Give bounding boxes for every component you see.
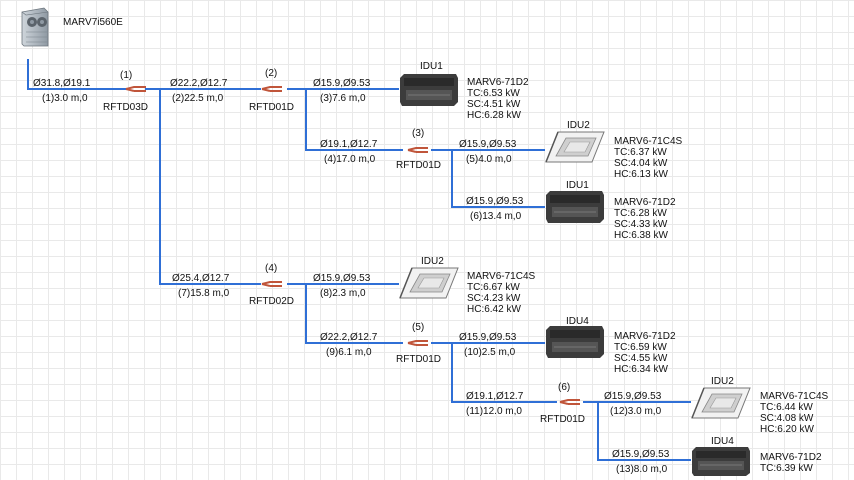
joint-number: (1) [120, 70, 133, 81]
pipe-size-label: Ø15.9,Ø9.53 [466, 196, 524, 207]
joint-model: RFTD01D [249, 102, 295, 113]
pipe-length-label: (10)2.5 m,0 [464, 347, 516, 358]
cassette-unit-icon[interactable] [690, 386, 752, 420]
idu-model: MARV6-71D2 [614, 197, 676, 208]
idu-name: IDU1 [420, 61, 443, 72]
idu-total-capacity: TC:6.44 kW [760, 402, 813, 413]
idu-total-capacity: TC:6.67 kW [467, 282, 520, 293]
joint-number: (6) [558, 382, 571, 393]
joint-number: (2) [265, 68, 278, 79]
pipe-length-label: (12)3.0 m,0 [610, 406, 662, 417]
idu-name: IDU2 [567, 120, 590, 131]
pipe-size-label: Ø15.9,Ø9.53 [612, 449, 670, 460]
branch-joint-icon[interactable] [125, 86, 146, 92]
branch-joint-icon[interactable] [559, 399, 580, 405]
pipe-size-label: Ø15.9,Ø9.53 [313, 78, 371, 89]
pipe-size-label: Ø22.2,Ø12.7 [320, 332, 378, 343]
idu-model: MARV6-71C4S [467, 271, 536, 282]
idu-heating-capacity: HC:6.13 kW [614, 169, 668, 180]
branch-joint-icon[interactable] [407, 340, 428, 346]
branch-joints [125, 86, 580, 405]
pipe-9[interactable] [305, 283, 403, 344]
idu-sensible-capacity: SC:4.33 kW [614, 219, 668, 230]
cassette-unit-icon[interactable] [544, 130, 606, 164]
idu-model: MARV6-71D2 [467, 77, 529, 88]
cassette-unit-icon[interactable] [398, 266, 460, 300]
idu-heating-capacity: HC:6.28 kW [467, 110, 521, 121]
idu-model: MARV6-71C4S [760, 391, 829, 402]
pipe-length-label: (2)22.5 m,0 [172, 93, 224, 104]
idu-model: MARV6-71D2 [614, 331, 676, 342]
pipe-length-label: (9)6.1 m,0 [326, 347, 372, 358]
outdoor-unit-model: MARV7i560E [63, 17, 123, 28]
pipe-size-label: Ø15.9,Ø9.53 [459, 139, 517, 150]
idu-model: MARV6-71D2 [760, 452, 822, 463]
joint-number: (4) [265, 263, 278, 274]
pipe-size-label: Ø31.8,Ø19.1 [33, 78, 91, 89]
idu-heating-capacity: HC:6.42 kW [467, 304, 521, 315]
pipe-13[interactable] [597, 401, 691, 461]
pipe-size-label: Ø19.1,Ø12.7 [320, 139, 378, 150]
pipe-length-label: (5)4.0 m,0 [466, 154, 512, 165]
pipe-size-label: Ø25.4,Ø12.7 [172, 273, 230, 284]
duct-unit-icon[interactable] [544, 189, 606, 225]
pipe-11[interactable] [451, 342, 557, 403]
pipe-size-label: Ø22.2,Ø12.7 [170, 78, 228, 89]
joint-number: (3) [412, 128, 425, 139]
pipe-4[interactable] [305, 88, 403, 151]
pipe-1[interactable] [27, 59, 127, 90]
branch-joint-icon[interactable] [407, 147, 428, 153]
idu-name: IDU2 [711, 376, 734, 387]
joint-model: RFTD01D [396, 354, 442, 365]
pipe-length-label: (7)15.8 m,0 [178, 288, 230, 299]
pipe-length-label: (11)12.0 m,0 [466, 406, 522, 417]
branch-joint-icon[interactable] [261, 281, 282, 287]
joint-model: RFTD02D [249, 296, 295, 307]
idu-name: IDU2 [421, 256, 444, 267]
idu-total-capacity: TC:6.28 kW [614, 208, 667, 219]
idu-heating-capacity: HC:6.20 kW [760, 424, 814, 435]
idu-sensible-capacity: SC:4.51 kW [467, 99, 521, 110]
idu-total-capacity: TC:6.39 kW [760, 463, 813, 474]
idu-heating-capacity: HC:6.34 kW [614, 364, 668, 375]
idu-heating-capacity: HC:6.38 kW [614, 230, 668, 241]
idu-sensible-capacity: SC:4.23 kW [467, 293, 521, 304]
pipe-length-label: (3)7.6 m,0 [320, 93, 366, 104]
joint-number: (5) [412, 322, 425, 333]
idu-total-capacity: TC:6.59 kW [614, 342, 667, 353]
joint-model: RFTD01D [540, 414, 586, 425]
pipe-6[interactable] [451, 149, 545, 208]
idu-name: IDU4 [711, 436, 734, 447]
branch-joint-icon[interactable] [261, 86, 282, 92]
pipe-length-label: (8)2.3 m,0 [320, 288, 366, 299]
idu-sensible-capacity: SC:4.08 kW [760, 413, 814, 424]
idu-sensible-capacity: SC:4.55 kW [614, 353, 668, 364]
idu-total-capacity: TC:6.37 kW [614, 147, 667, 158]
joint-model: RFTD01D [396, 160, 442, 171]
joint-model: RFTD03D [103, 102, 149, 113]
pipe-size-label: Ø15.9,Ø9.53 [459, 332, 517, 343]
pipe-size-label: Ø19.1,Ø12.7 [466, 391, 524, 402]
pipe-lines [27, 59, 691, 461]
duct-unit-icon[interactable] [398, 72, 460, 108]
idu-name: IDU1 [566, 180, 589, 191]
pipe-length-label: (1)3.0 m,0 [42, 93, 88, 104]
pipe-size-label: Ø15.9,Ø9.53 [313, 273, 371, 284]
idu-name: IDU4 [566, 316, 589, 327]
outdoor-unit-icon[interactable] [20, 6, 50, 48]
pipe-length-label: (13)8.0 m,0 [616, 464, 668, 475]
pipe-length-label: (6)13.4 m,0 [470, 211, 522, 222]
idu-sensible-capacity: SC:4.04 kW [614, 158, 668, 169]
idu-total-capacity: TC:6.53 kW [467, 88, 520, 99]
pipe-length-label: (4)17.0 m,0 [324, 154, 376, 165]
duct-unit-icon[interactable] [690, 445, 752, 477]
pipe-size-label: Ø15.9,Ø9.53 [604, 391, 662, 402]
idu-model: MARV6-71C4S [614, 136, 683, 147]
pipe-7[interactable] [159, 88, 261, 285]
duct-unit-icon[interactable] [544, 324, 606, 360]
